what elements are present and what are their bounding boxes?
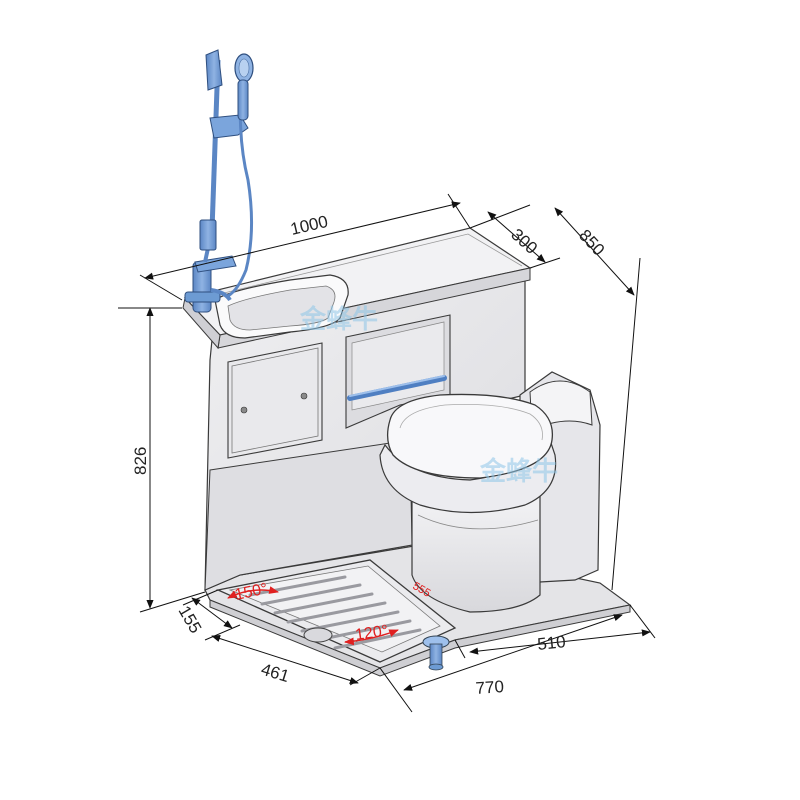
dimension-lines: [118, 193, 656, 713]
dim-tray-side: 461: [259, 660, 292, 686]
rail-top-cap: [205, 49, 223, 91]
handset-holder[interactable]: [209, 114, 249, 139]
dim-base-right: 510: [536, 632, 566, 654]
angle-arcs: [227, 586, 399, 646]
dim-front-small: 155: [175, 603, 206, 637]
toilet[interactable]: [379, 371, 601, 613]
watermark-top: 金蜂牛: [299, 304, 378, 335]
dim-depth-total: 850: [575, 226, 608, 260]
dim-depth-counter: 300: [507, 225, 541, 258]
watermark-mid: 金蜂牛: [479, 456, 558, 487]
towel-bar[interactable]: [347, 375, 447, 401]
dim-width-top: 1000: [289, 212, 330, 239]
rail-bracket-low[interactable]: [199, 219, 217, 251]
shower-assembly[interactable]: [184, 49, 254, 313]
shower-handset[interactable]: [234, 53, 254, 121]
angle-right-label: 120°: [354, 623, 389, 644]
left-cabinet-door[interactable]: [227, 342, 323, 459]
door-knob-right[interactable]: [300, 392, 308, 400]
angle-left-label: 150°: [233, 580, 269, 604]
sink-basin[interactable]: [214, 274, 349, 339]
door-knob-left[interactable]: [240, 406, 248, 414]
dim-height: 826: [131, 447, 150, 475]
dim-base-front: 770: [475, 677, 505, 698]
toilet-lid[interactable]: [386, 393, 554, 479]
tray-drain-cover: [303, 627, 333, 643]
